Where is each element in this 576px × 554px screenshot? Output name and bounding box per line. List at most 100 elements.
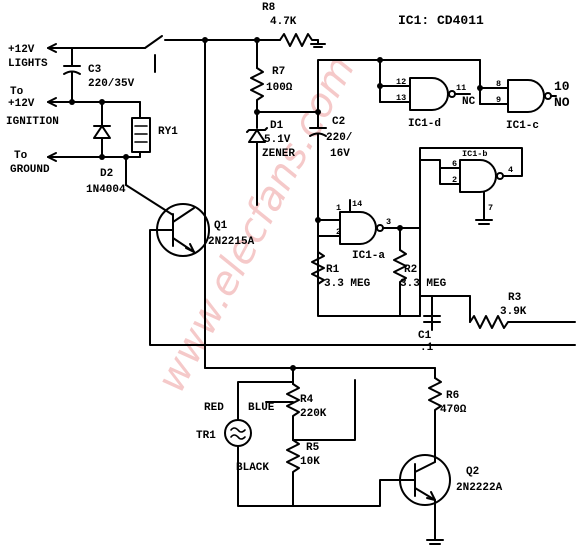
out-label-2: NO bbox=[554, 95, 570, 110]
ignition-label-1: To bbox=[10, 86, 24, 98]
r6-resistor bbox=[428, 367, 442, 463]
ignition-wire bbox=[47, 97, 141, 119]
r2-resistor bbox=[393, 227, 407, 317]
r8-resistor bbox=[279, 33, 326, 48]
r5-resistor bbox=[286, 439, 300, 507]
d2-name: D2 bbox=[100, 168, 113, 180]
c2-value-1: 220/ bbox=[326, 132, 353, 144]
r5-value: 10K bbox=[300, 456, 320, 468]
r4-resistor bbox=[286, 367, 300, 441]
ic1a-pin-b: 2 bbox=[336, 227, 341, 237]
junction bbox=[202, 37, 208, 43]
tr1-red-wire bbox=[237, 381, 294, 421]
r7-name: R7 bbox=[272, 66, 285, 78]
lights-label-2: LIGHTS bbox=[8, 58, 48, 70]
r3-name: R3 bbox=[508, 292, 522, 304]
r4-r5-node-wire bbox=[292, 379, 356, 441]
ry1-relay-coil bbox=[131, 117, 151, 158]
r6-name: R6 bbox=[446, 390, 459, 402]
c2-name: C2 bbox=[332, 116, 345, 128]
r7-resistor bbox=[250, 67, 264, 113]
nc-label: NC bbox=[462, 96, 476, 108]
ic1d-pin-out: 11 bbox=[456, 83, 466, 93]
ic1b-label: IC1-b bbox=[462, 149, 488, 159]
ic1a-nand-gate bbox=[317, 199, 421, 317]
ic1b-pin-gnd: 7 bbox=[488, 203, 493, 213]
vdd-rail-wire bbox=[317, 59, 381, 113]
out-label-1: 10 bbox=[554, 79, 570, 94]
ic1b-pin-b: 2 bbox=[452, 175, 457, 185]
d1-value-2: ZENER bbox=[262, 148, 295, 160]
c3-capacitor bbox=[63, 47, 81, 103]
ic1b-pin-a: 6 bbox=[452, 159, 457, 169]
ic1b-pin-out: 4 bbox=[508, 165, 513, 175]
junction bbox=[99, 154, 105, 160]
q2-value: 2N2222A bbox=[456, 482, 503, 494]
ground-label-1: To bbox=[14, 150, 28, 162]
ic1d-nand-gate bbox=[379, 59, 471, 111]
wire-blue-label: BLUE bbox=[248, 402, 275, 414]
c1-value: .1 bbox=[420, 342, 434, 354]
q1-transistor bbox=[149, 203, 576, 346]
ic1d-pin-a: 12 bbox=[396, 77, 406, 87]
wire-black-label: BLACK bbox=[236, 462, 269, 474]
ic1c-pin-b: 9 bbox=[496, 95, 501, 105]
r1-value: 3.3 MEG bbox=[324, 278, 371, 290]
ic1a-pin-out: 3 bbox=[386, 217, 391, 227]
r4-value: 220K bbox=[300, 408, 327, 420]
c1-capacitor bbox=[423, 295, 441, 331]
c2-value-2: 16V bbox=[330, 148, 350, 160]
ic1d-label: IC1-d bbox=[408, 118, 441, 130]
c3-value: 220/35V bbox=[88, 78, 135, 90]
r6-value: 470Ω bbox=[440, 404, 467, 416]
lights-wire bbox=[47, 43, 146, 53]
switch-symbol bbox=[144, 35, 206, 73]
q1-name: Q1 bbox=[214, 220, 228, 232]
q2-transistor bbox=[359, 454, 451, 545]
c3-name: C3 bbox=[88, 64, 102, 76]
r5-name: R5 bbox=[306, 442, 320, 454]
ic1c-nand-gate bbox=[479, 59, 557, 113]
ic1a-label: IC1-a bbox=[352, 250, 385, 262]
c2-capacitor bbox=[309, 111, 327, 206]
r7-value: 100Ω bbox=[266, 82, 293, 94]
r2-value: 3.3 MEG bbox=[400, 278, 447, 290]
ic-header: IC1: CD4011 bbox=[398, 13, 484, 28]
d1-value-1: 5.1V bbox=[264, 134, 291, 146]
r8-name: R8 bbox=[262, 2, 276, 14]
r3-value: 3.9K bbox=[500, 306, 527, 318]
wire-red-label: RED bbox=[204, 402, 224, 414]
lights-label-1: +12V bbox=[8, 44, 35, 56]
ic1a-pin-vdd: 14 bbox=[352, 199, 362, 209]
ry1-name: RY1 bbox=[158, 126, 178, 138]
ic1c-pin-a: 8 bbox=[496, 79, 501, 89]
ic1b-nand-gate bbox=[419, 147, 523, 225]
ic1a-pin-a: 1 bbox=[336, 203, 341, 213]
junction bbox=[477, 85, 483, 91]
tr1-black-wire bbox=[237, 445, 361, 507]
ignition-label-3: IGNITION bbox=[6, 116, 59, 128]
junction bbox=[123, 154, 129, 160]
r3-resistor bbox=[419, 295, 576, 329]
r8-value: 4.7K bbox=[270, 16, 297, 28]
d2-value: 1N4004 bbox=[86, 184, 126, 196]
junction bbox=[69, 99, 75, 105]
junction bbox=[377, 83, 383, 89]
ground-label-2: GROUND bbox=[10, 164, 50, 176]
junction bbox=[254, 37, 260, 43]
r1-name: R1 bbox=[326, 264, 340, 276]
r2-name: R2 bbox=[404, 264, 417, 276]
r4-name: R4 bbox=[300, 394, 314, 406]
ignition-label-2: +12V bbox=[8, 98, 35, 110]
d2-diode bbox=[93, 101, 111, 158]
q1-value: 2N2215A bbox=[208, 236, 255, 248]
r1-resistor bbox=[311, 243, 325, 297]
ic1d-pin-b: 13 bbox=[396, 93, 406, 103]
tr1-name: TR1 bbox=[196, 430, 216, 442]
q2-name: Q2 bbox=[466, 466, 479, 478]
tr1-transducer bbox=[224, 419, 252, 447]
d1-zener-diode bbox=[246, 111, 268, 206]
ic1c-label: IC1-c bbox=[506, 120, 539, 132]
